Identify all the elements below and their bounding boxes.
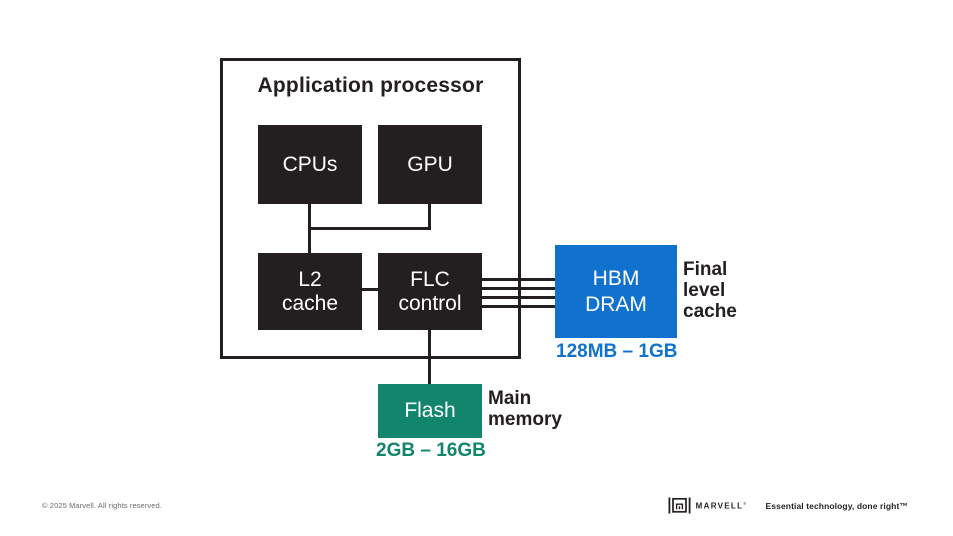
connector-flc-to-hbm-4 — [481, 305, 556, 308]
connector-flc-to-hbm-2 — [481, 287, 556, 290]
copyright-notice: © 2025 Marvell. All rights reserved. — [42, 501, 163, 510]
marvell-logo-icon — [668, 497, 691, 514]
hbm-annotation-final-level-cache: Final level cache — [683, 259, 737, 322]
connector-cpus-to-bus — [308, 203, 311, 230]
brand-tagline: Essential technology, done right™ — [765, 500, 908, 511]
block-cpus: CPUs — [258, 125, 362, 204]
block-flash: Flash — [378, 384, 482, 438]
connector-flc-to-flash — [428, 329, 431, 385]
hbm-capacity-caption: 128MB – 1GB — [556, 341, 678, 362]
marvell-wordmark-text: MARVELL — [695, 501, 744, 511]
block-hbm-dram: HBM DRAM — [555, 245, 677, 338]
connector-flc-to-hbm-1 — [481, 278, 556, 281]
marvell-wordmark: MARVELL® — [696, 501, 748, 511]
connector-bus-horizontal — [308, 227, 431, 230]
application-processor-container — [220, 58, 521, 359]
connector-gpu-to-bus — [428, 203, 431, 230]
connector-l2-to-flc — [361, 288, 379, 291]
registered-mark: ® — [743, 500, 748, 506]
block-flc-control: FLC control — [378, 253, 482, 330]
flash-capacity-caption: 2GB – 16GB — [376, 440, 486, 461]
flash-annotation-main-memory: Main memory — [488, 388, 562, 430]
marvell-logo: MARVELL® — [668, 496, 748, 515]
connector-bus-to-l2 — [308, 227, 311, 254]
footer-brand-area: MARVELL® Essential technology, done righ… — [668, 496, 908, 515]
connector-flc-to-hbm-3 — [481, 296, 556, 299]
block-l2-cache: L2 cache — [258, 253, 362, 330]
block-gpu: GPU — [378, 125, 482, 204]
application-processor-title: Application processor — [257, 74, 484, 97]
